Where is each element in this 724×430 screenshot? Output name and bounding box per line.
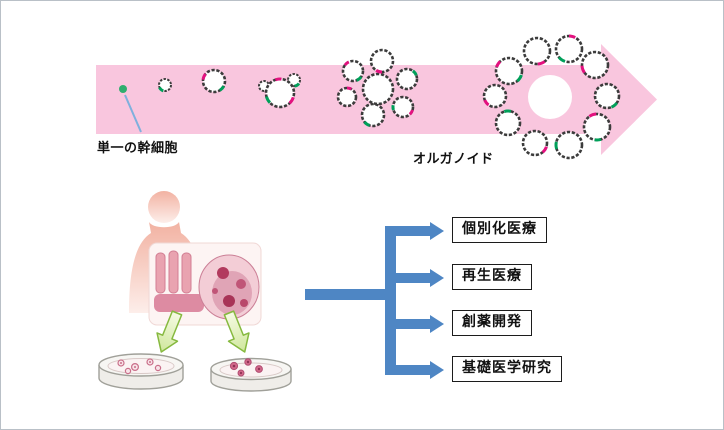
branch-arrow-3-head	[430, 315, 444, 333]
stem-cell-leader-line	[124, 94, 142, 133]
branch-arrow-1	[396, 226, 430, 236]
organoid-stage-2	[157, 77, 173, 93]
organoid-stage-1	[119, 85, 127, 93]
application-box-personalized-medicine: 個別化医療	[452, 217, 547, 243]
stem-cell-label: 単一の幹細胞	[97, 141, 179, 156]
organoid-stage-3	[201, 68, 227, 94]
organoid-label: オルガノイド	[413, 152, 494, 167]
branch-arrow-2	[396, 273, 430, 283]
application-box-drug-development: 創薬開発	[452, 310, 532, 336]
petri-dish-right	[210, 357, 292, 392]
branch-stem-vertical	[385, 226, 396, 375]
application-box-regenerative-medicine: 再生医療	[452, 264, 532, 290]
organoid-stage-4	[258, 72, 302, 109]
application-box-basic-medical-research: 基礎医学研究	[452, 356, 562, 382]
tissue-illustration	[148, 242, 262, 326]
branch-arrow-3	[396, 319, 430, 329]
petri-dish-left	[98, 353, 184, 390]
organoid-stage-5	[336, 48, 419, 128]
branch-arrow-4-head	[430, 361, 444, 379]
organoid-stage-6	[482, 34, 621, 160]
branch-arrow-1-head	[430, 222, 444, 240]
branch-arrow-2-head	[430, 269, 444, 287]
branch-stem-horizontal	[305, 289, 391, 300]
branch-arrow-4	[396, 365, 430, 375]
